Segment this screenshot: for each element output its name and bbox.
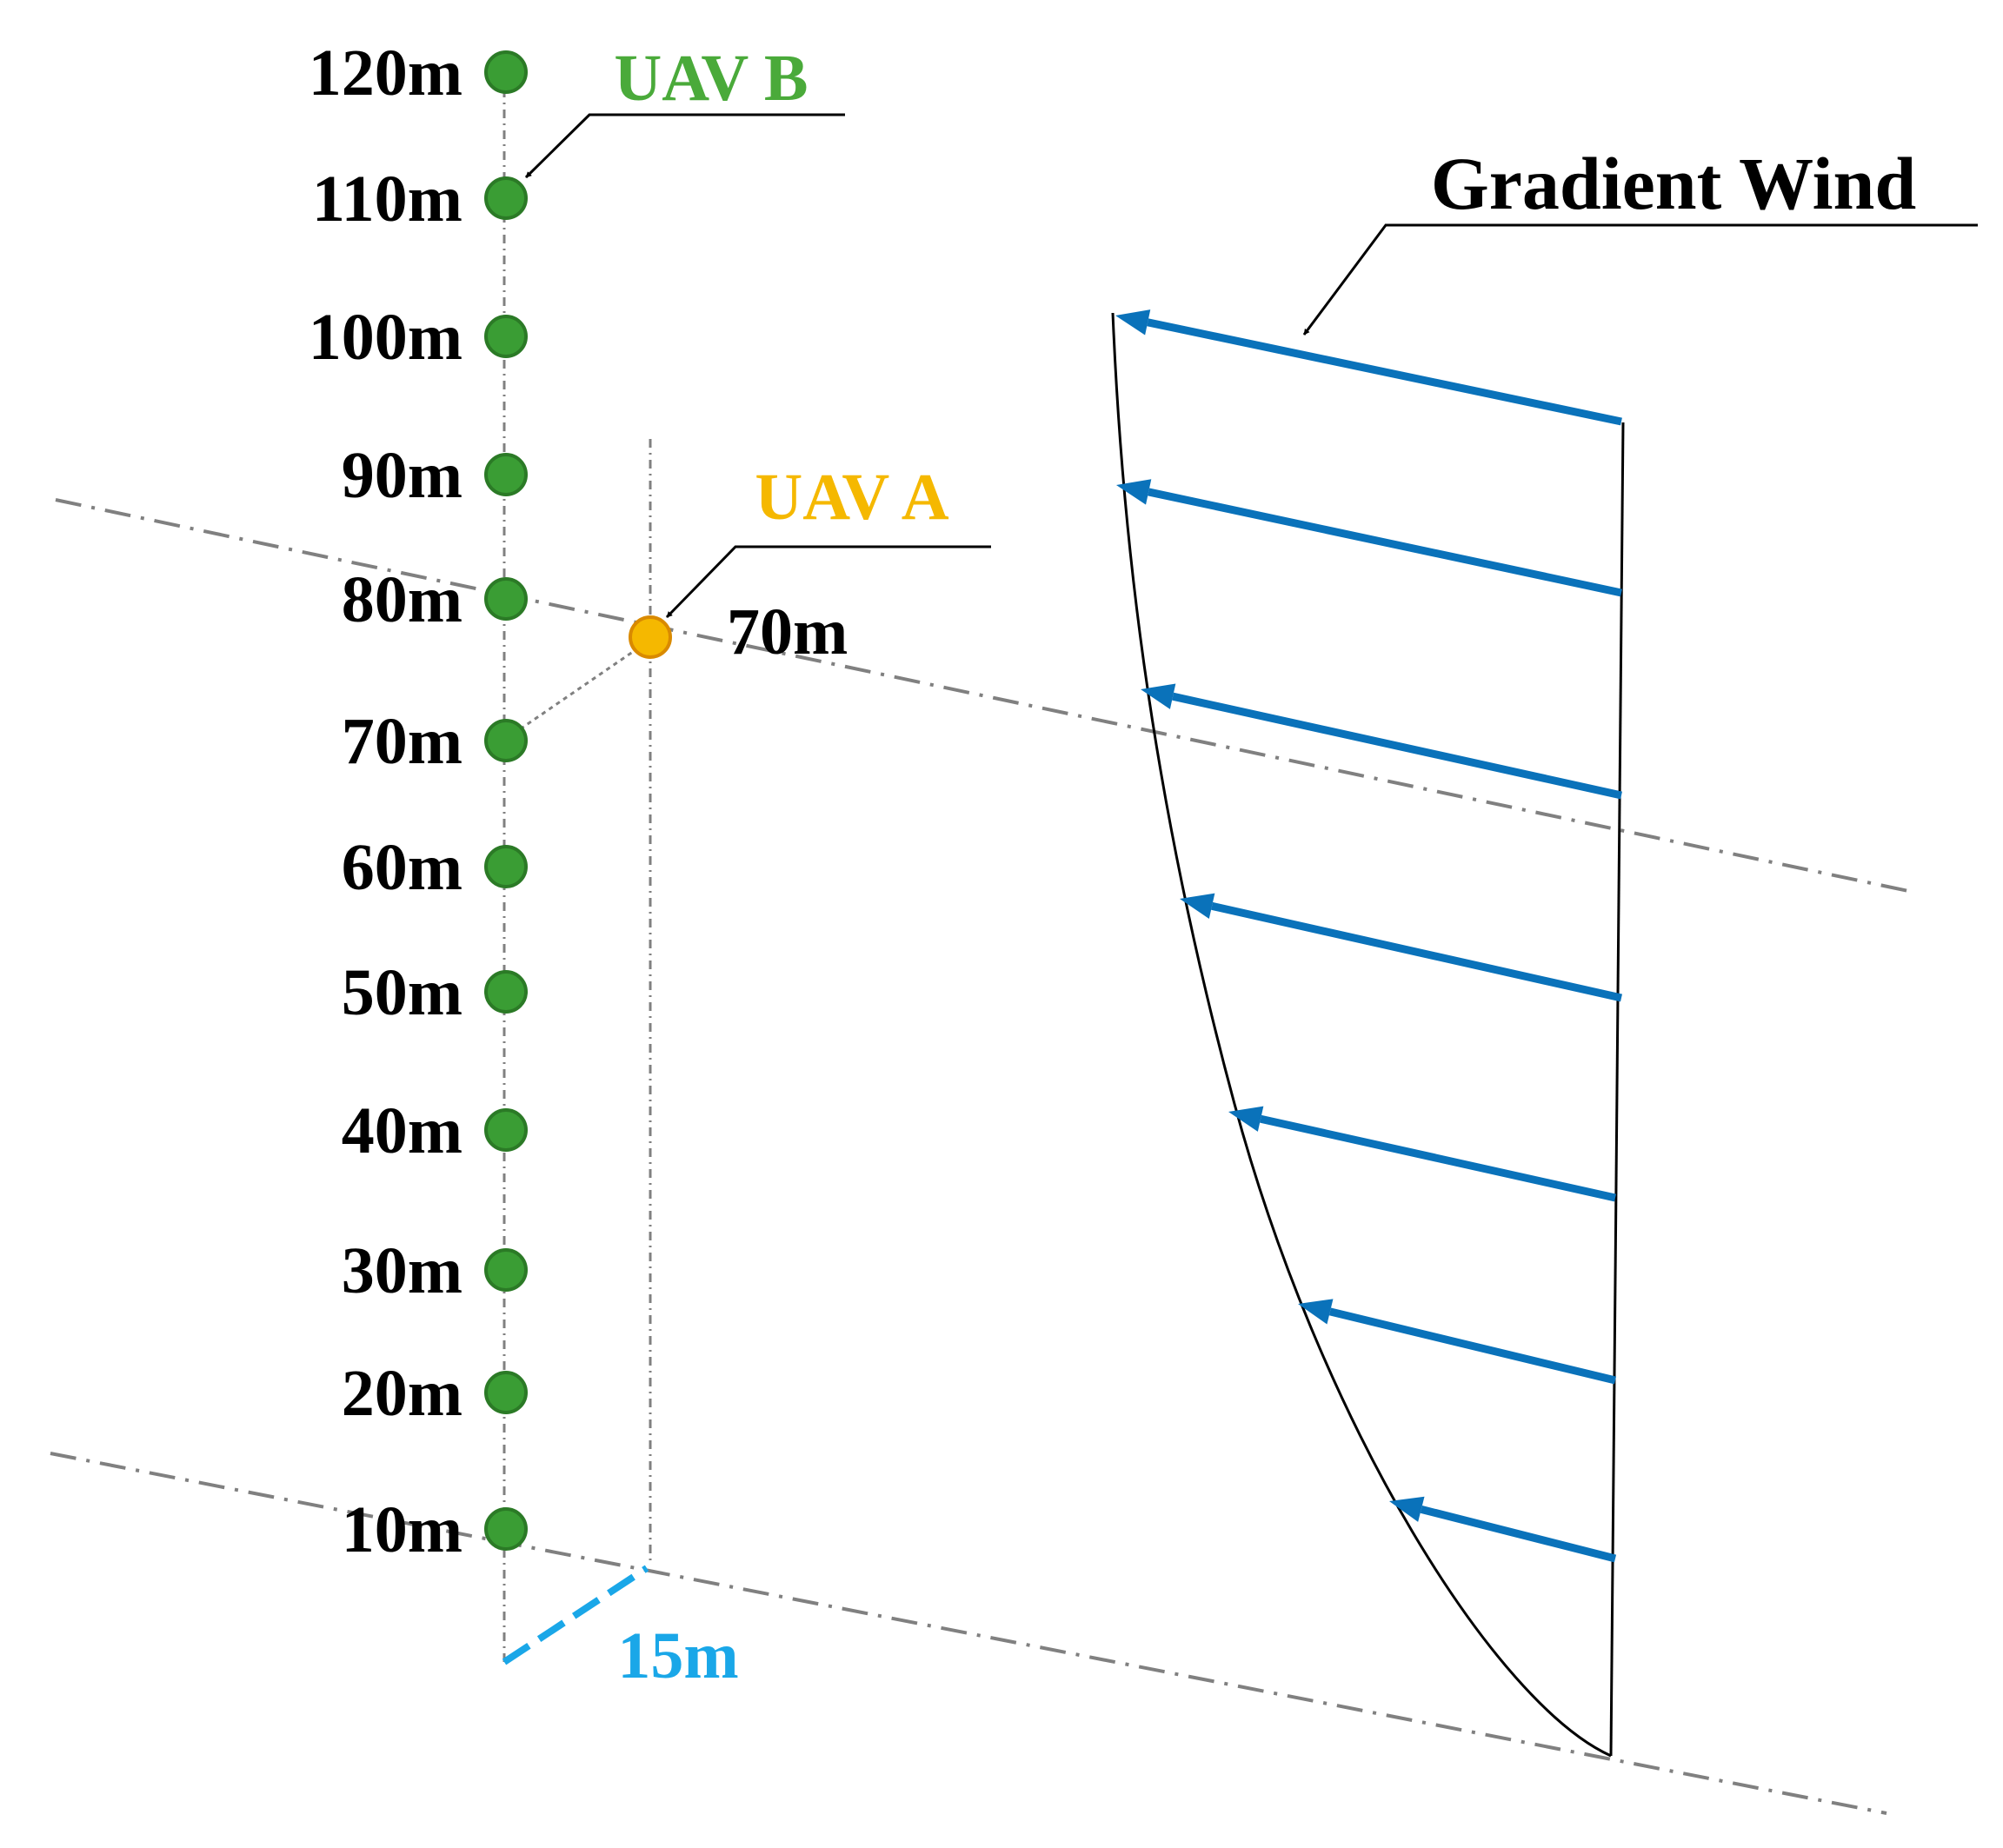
wind-arrows [1115,309,1622,1563]
mast-height-label: 60m [342,831,462,904]
uav-a-marker [629,615,672,659]
wind-arrow [1420,1505,1617,1563]
ground-plane [50,1452,1887,1815]
wind-arrow [1147,318,1622,426]
mast-height-label: 20m [342,1357,462,1430]
mast-node-marker [484,1507,528,1551]
mast-height-label: 30m [342,1234,462,1307]
gradient-wind-profile [1111,309,1625,1758]
wind-arrow-head [1298,1299,1334,1325]
offset-label: 15m [617,1619,738,1692]
upper-reference-plane [55,498,1909,893]
mast-node-marker [484,315,528,358]
mast-node-marker [484,1108,528,1152]
wind-arrow-head [1228,1106,1264,1132]
mast-height-label: 110m [312,163,462,236]
uav-b-label: UAV B [614,42,808,115]
wind-arrow-head [1389,1496,1425,1522]
mast-height-label: 10m [342,1493,462,1566]
reference-planes [50,498,1909,1815]
wind-profile-curve [1111,312,1612,1758]
wind-arrow [1328,1307,1617,1385]
uav-a-label: UAV A [755,461,948,534]
mast-height-label: 120m [309,37,462,110]
mast-height-label: 70m [342,705,462,778]
wind-profile-reference-line [1609,422,1625,1757]
wind-arrow-head [1115,309,1151,336]
uav-a-leader-line [665,545,991,619]
mast-height-label: 100m [309,301,462,374]
gradient-wind-label: Gradient Wind [1431,142,1916,225]
wind-arrow-head [1180,893,1215,919]
wind-arrow [1148,488,1622,597]
uav-b-leader-line [524,113,845,179]
gradient-wind-leader-line [1302,223,1978,336]
mast-height-label: 90m [342,439,462,512]
mast-node-marker [484,845,528,888]
uav-a-connector [505,646,640,741]
wind-arrow-head [1116,479,1152,505]
mast-height-label: 80m [342,563,462,636]
mast-node-marker [484,1248,528,1292]
mast-height-label: 40m [342,1094,462,1167]
wind-arrow [1172,692,1622,800]
uav-a-height-label: 70m [727,595,848,668]
wind-arrow [1260,1114,1616,1202]
mast-nodes: 120m 110m 100m 90m 80m 70m 60m 50m 40m 30m 20m 10m [309,37,528,1566]
wind-arrow [1211,901,1622,1002]
mast-node-marker [484,50,528,94]
mast-node-marker [484,577,528,621]
wind-arrow-head [1141,683,1176,709]
mast-node-marker [484,453,528,496]
mast-node-marker [484,1371,528,1414]
offset-dimension-line [502,1565,649,1665]
mast-node-marker [484,719,528,762]
mast-height-label: 50m [342,956,462,1029]
mast-node-marker [484,176,528,220]
mast-node-marker [484,970,528,1014]
